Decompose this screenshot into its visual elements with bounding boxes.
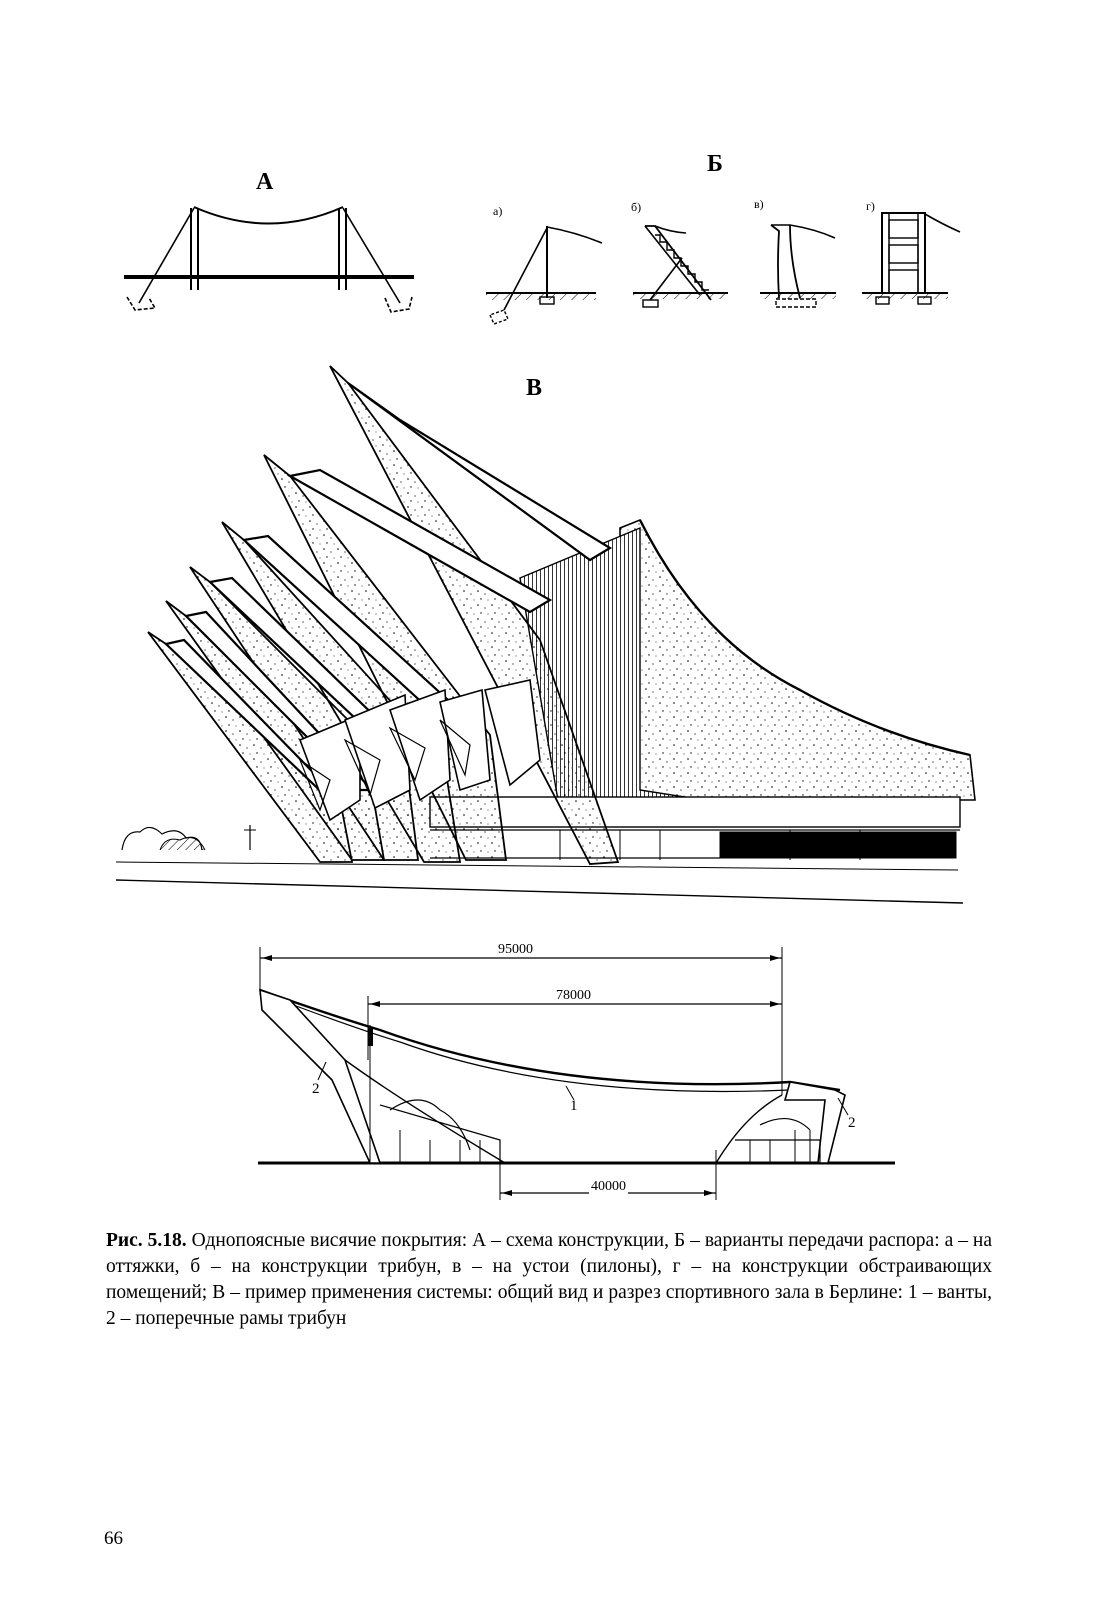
callout-frame-left: 2 <box>312 1081 320 1097</box>
variant-label-b: б) <box>631 200 642 214</box>
dimension-span: 78000 <box>554 988 593 1003</box>
caption-prefix: Рис. 5.18. <box>106 1230 187 1251</box>
variant-label-a: а) <box>493 204 503 218</box>
variant-label-g: г) <box>866 199 875 213</box>
hall-perspective <box>115 365 976 904</box>
scheme-a <box>124 206 414 313</box>
caption-text: Однопоясные висячие покрытия: А – схема … <box>106 1230 993 1329</box>
label-a: А <box>256 169 274 195</box>
figure-caption: Рис. 5.18. Однопоясные висячие покрытия:… <box>106 1228 992 1332</box>
variant-label-v: в) <box>754 197 764 211</box>
dimension-arena: 40000 <box>589 1179 628 1194</box>
hall-section <box>258 947 895 1200</box>
scheme-b <box>486 212 961 325</box>
page-number: 66 <box>104 1528 123 1549</box>
dimension-total: 95000 <box>496 942 535 957</box>
callout-frame-right: 2 <box>848 1115 856 1131</box>
label-v: В <box>526 375 543 401</box>
label-b: Б <box>707 151 723 177</box>
callout-cables: 1 <box>570 1098 578 1114</box>
